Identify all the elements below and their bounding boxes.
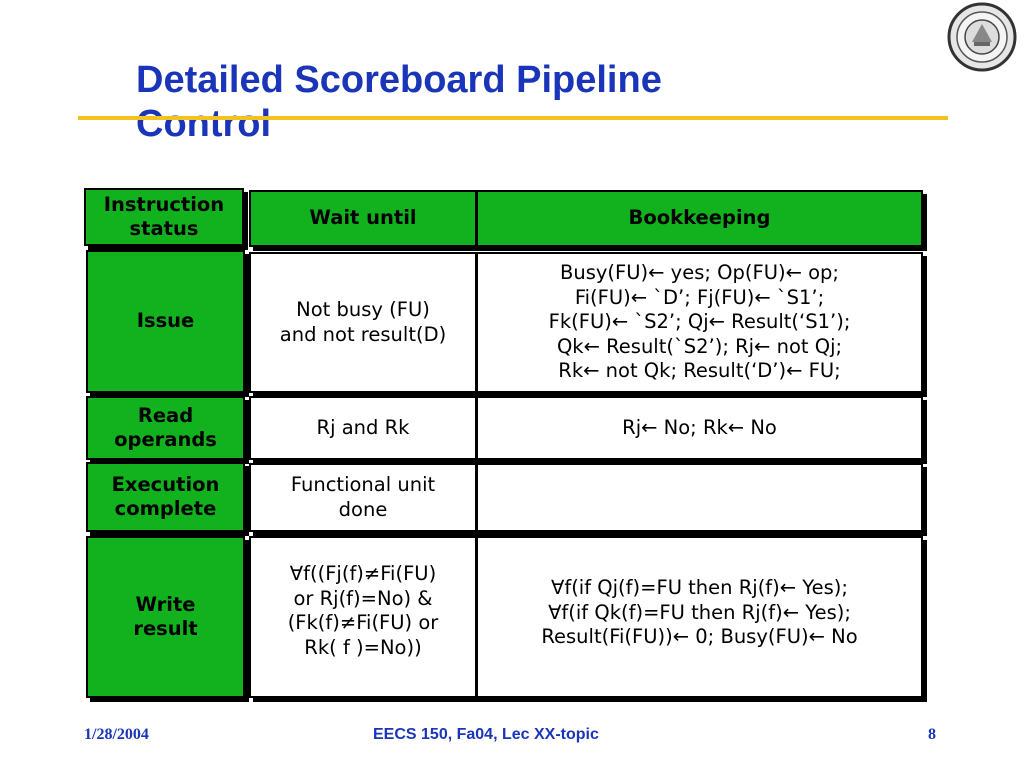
book-issue-line-2: Fi(FU)← `D’; Fj(FU)← `S1’;	[574, 285, 825, 309]
book-cell-write-result: ∀f(if Qj(f)=FU then Rj(f)← Yes); ∀f(if Q…	[476, 536, 923, 698]
header-bookkeeping: Bookkeeping	[476, 190, 923, 247]
wait-exec-line-1: Functional unit	[290, 473, 436, 496]
book-issue-line-4: Qk← Result(`S2’); Rj← not Qj;	[556, 334, 843, 358]
footer-date: 1/28/2004	[84, 726, 149, 743]
header-instruction-status-line-2: status	[129, 217, 199, 240]
book-issue-line-3: Fk(FU)← `S2’; Qj← Result(‘S1’);	[548, 310, 851, 334]
status-read-line-1: Read	[137, 403, 194, 427]
university-seal-icon	[947, 2, 1017, 72]
status-write-line-1: Write	[135, 592, 196, 616]
header-wait-until-label: Wait until	[309, 206, 417, 230]
slide-title: Detailed Scoreboard Pipeline Control	[136, 58, 836, 146]
book-write-line-1: ∀f(if Qj(f)=FU then Rj(f)← Yes);	[551, 576, 848, 599]
book-issue-line-1: Busy(FU)← yes; Op(FU)← op;	[560, 261, 839, 285]
slide-title-line-1: Detailed Scoreboard Pipeline	[136, 59, 662, 101]
header-wait-until: Wait until	[249, 190, 477, 247]
wait-issue-line-1: Not busy (FU)	[296, 298, 430, 321]
footer-course: EECS 150, Fa04, Lec XX-topic	[373, 726, 599, 743]
wait-cell-issue: Not busy (FU) and not result(D)	[249, 252, 477, 393]
book-cell-read-operands: Rj← No; Rk← No	[476, 396, 923, 460]
wait-write-line-2: or Rj(f)=No) &	[293, 586, 433, 610]
header-instruction-status: Instruction status	[84, 188, 244, 246]
status-exec-line-2: complete	[114, 497, 217, 520]
book-issue-line-5: Rk← not Qk; Result(‘D’)← FU;	[558, 359, 841, 383]
book-write-line-3: Result(Fi(FU))← 0; Busy(FU)← No	[541, 625, 858, 648]
status-cell-issue: Issue	[86, 250, 245, 393]
status-read-line-2: operands	[114, 428, 217, 451]
wait-cell-execution-complete: Functional unit done	[249, 463, 477, 532]
book-read-line-1: Rj← No; Rk← No	[622, 415, 777, 439]
status-cell-write-result: Write result	[86, 536, 245, 698]
book-cell-issue: Busy(FU)← yes; Op(FU)← op; Fi(FU)← `D’; …	[476, 252, 923, 393]
status-write-line-2: result	[133, 617, 198, 640]
header-instruction-status-line-1: Instruction	[103, 192, 225, 216]
wait-exec-line-2: done	[338, 497, 388, 521]
status-cell-read-operands: Read operands	[86, 396, 245, 460]
status-exec-line-1: Execution	[111, 472, 220, 496]
slide-title-line-2: Control	[136, 103, 272, 145]
book-cell-execution-complete	[476, 463, 923, 532]
wait-write-line-4: Rk( f )=No))	[304, 635, 422, 659]
header-bookkeeping-label: Bookkeeping	[628, 206, 771, 230]
book-write-line-2: ∀f(if Qk(f)=FU then Rj(f)← Yes);	[548, 600, 851, 624]
wait-issue-line-2: and not result(D)	[279, 322, 447, 346]
wait-cell-write-result: ∀f((Fj(f)≠Fi(FU) or Rj(f)=No) & (Fk(f)≠F…	[249, 536, 477, 698]
wait-write-line-1: ∀f((Fj(f)≠Fi(FU)	[289, 562, 437, 585]
wait-cell-read-operands: Rj and Rk	[249, 396, 477, 460]
status-cell-execution-complete: Execution complete	[86, 462, 245, 532]
status-issue-label: Issue	[136, 309, 195, 333]
wait-write-line-3: (Fk(f)≠Fi(FU) or	[287, 611, 439, 634]
wait-read-line-1: Rj and Rk	[316, 416, 410, 439]
title-divider	[78, 116, 948, 120]
footer-page-number: 8	[928, 726, 936, 743]
